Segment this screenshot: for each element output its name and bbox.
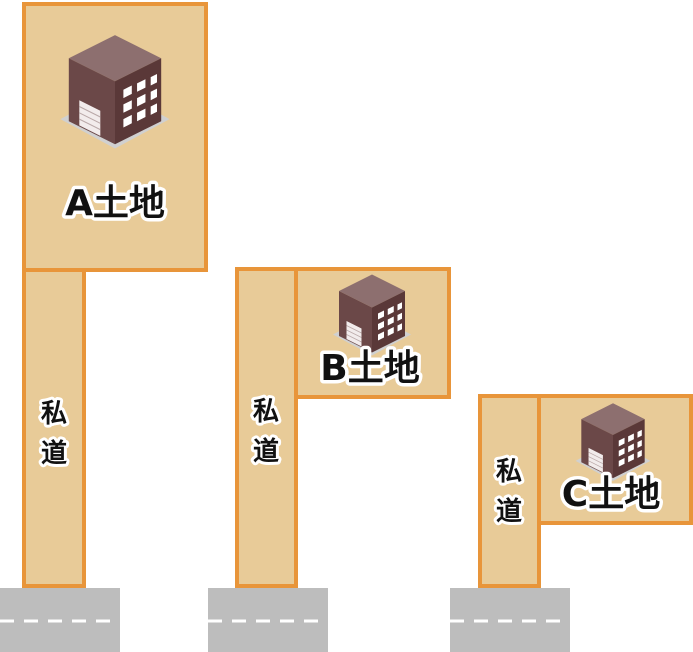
road-icon: [208, 588, 328, 652]
road-icon: [0, 588, 120, 652]
lot-a-road-label-char1: 私: [41, 399, 67, 429]
road-icon: [450, 588, 570, 652]
lot-a-private-road: [22, 268, 86, 588]
lot-b-group: B土地 私 道: [208, 267, 451, 652]
lot-c-label: C土地: [562, 474, 660, 515]
lot-c-private-road: [478, 394, 541, 588]
lot-c-road-label-char1: 私: [496, 457, 522, 487]
lot-b-road-label-char1: 私: [253, 397, 279, 427]
lot-b-label: B土地: [320, 348, 419, 389]
lot-a-road-label-char2: 道: [41, 438, 67, 469]
lot-a-label: A土地: [65, 183, 165, 224]
lot-c-road-label-char2: 道: [496, 496, 522, 527]
lot-c-group: C土地 私 道: [450, 394, 693, 652]
lot-b-road-label-char2: 道: [253, 436, 279, 467]
lot-a-group: A土地 私 道: [0, 2, 208, 652]
lot-b-private-road: [235, 267, 298, 588]
